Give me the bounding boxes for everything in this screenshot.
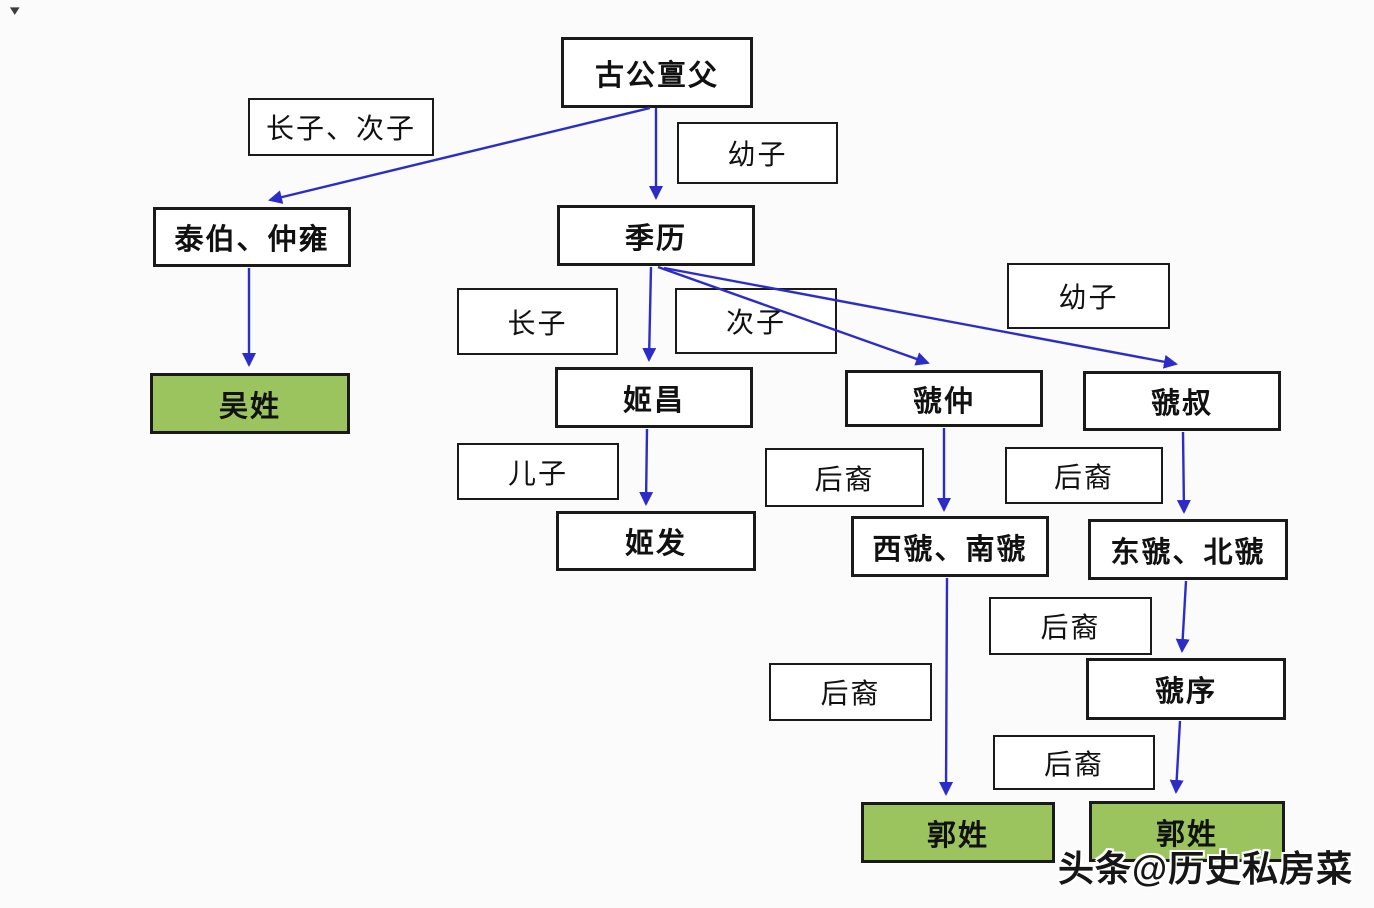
node-xiguo-nanguo: 西虢、南虢 <box>851 516 1049 577</box>
node-jichang: 姬昌 <box>555 367 753 428</box>
node-guo-surname-left: 郭姓 <box>861 802 1055 863</box>
label-descendants-3: 后裔 <box>989 597 1152 655</box>
node-guozhong: 虢仲 <box>845 370 1043 427</box>
label-youngest-son-top: 幼子 <box>677 122 838 184</box>
node-guoshu: 虢叔 <box>1083 371 1281 431</box>
label-son: 儿子 <box>457 443 619 500</box>
edge-jichang-jifa <box>639 428 654 506</box>
label-descendants-1: 后裔 <box>765 448 924 507</box>
label-second-son: 次子 <box>675 288 837 354</box>
node-jifa: 姬发 <box>556 511 756 571</box>
edge-xiguo-guoxing <box>939 577 954 796</box>
node-wu-surname: 吴姓 <box>150 373 350 434</box>
label-descendants-2: 后裔 <box>1005 447 1163 504</box>
label-descendants-4: 后裔 <box>769 663 932 721</box>
edge-jili-jichang <box>642 266 657 362</box>
node-jili: 季历 <box>557 205 755 266</box>
node-taibo-zhongyong: 泰伯、仲雍 <box>153 207 351 267</box>
edge-guoxu-guoxing <box>1169 720 1184 794</box>
edge-guoshu-dongguo <box>1176 431 1191 514</box>
node-gugong-danfu: 古公亶父 <box>561 37 753 108</box>
label-eldest-second-son: 长子、次子 <box>248 98 434 156</box>
label-youngest-son-2: 幼子 <box>1007 263 1170 329</box>
cursor-icon: ▾ <box>9 2 20 19</box>
node-guo-surname-right: 郭姓 <box>1089 801 1285 862</box>
watermark-text: 头条@历史私房菜 <box>1058 848 1354 889</box>
node-dongguo-beiguo: 东虢、北虢 <box>1088 519 1288 580</box>
label-descendants-5: 后裔 <box>993 735 1155 790</box>
label-eldest-son: 长子 <box>457 288 618 355</box>
edge-dongguo-guoxu <box>1175 580 1190 653</box>
node-guoxu: 虢序 <box>1086 658 1286 720</box>
